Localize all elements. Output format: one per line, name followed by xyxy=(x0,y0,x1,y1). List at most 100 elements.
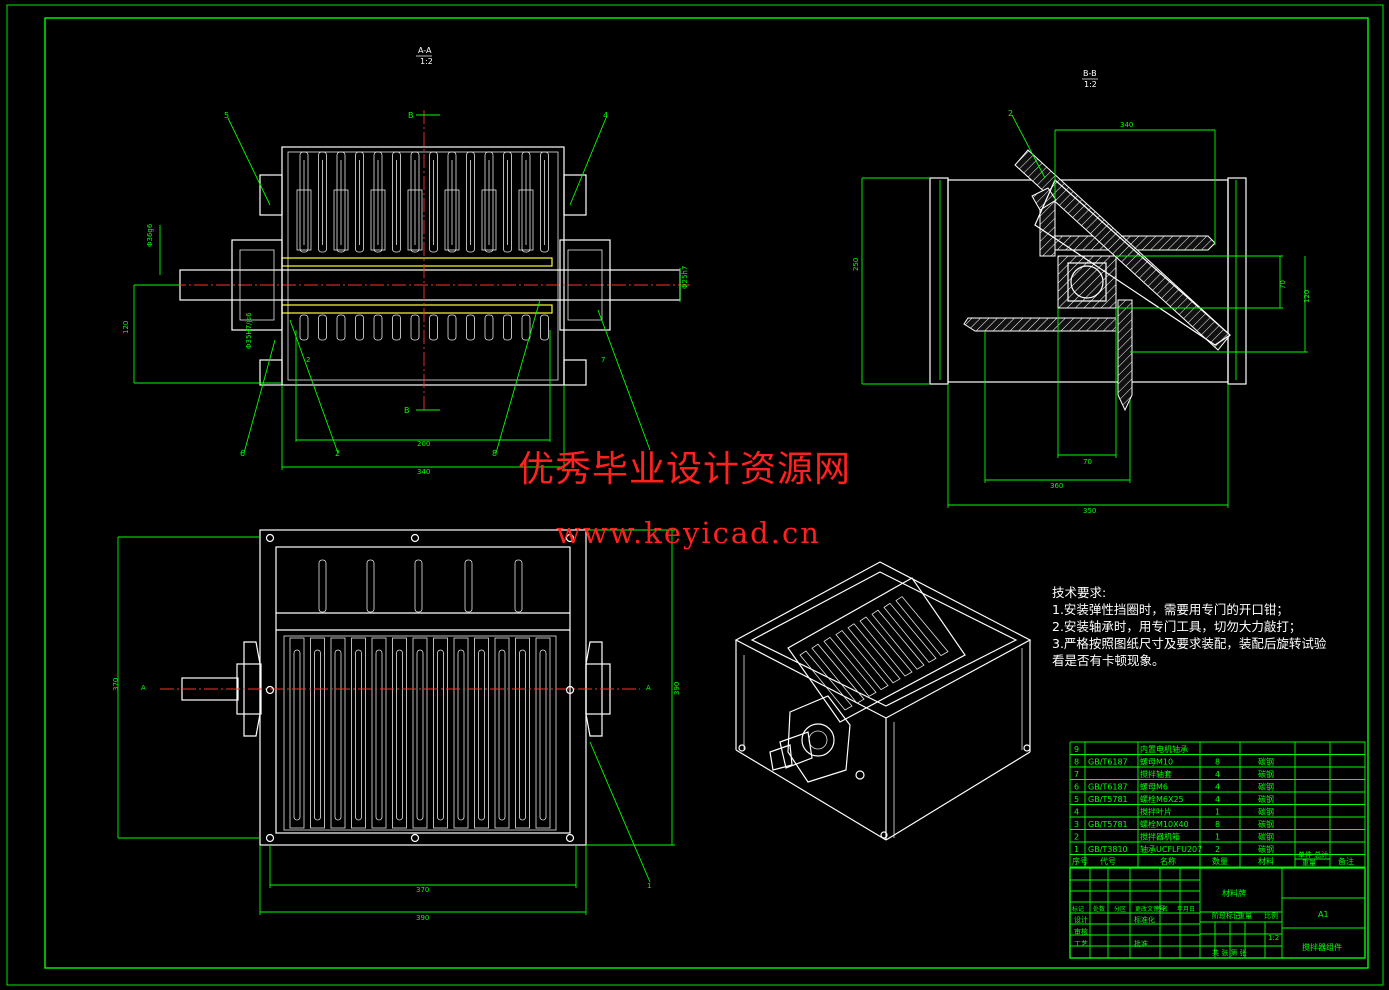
svg-text:Φ25h7: Φ25h7 xyxy=(681,266,689,289)
title-material: 材料牌 xyxy=(1222,888,1246,898)
bom-header: 材料 xyxy=(1258,856,1274,866)
svg-text:120: 120 xyxy=(1303,290,1311,303)
svg-text:B: B xyxy=(408,111,414,120)
svg-text:1:2: 1:2 xyxy=(1084,80,1097,89)
title-role: 设计 xyxy=(1074,915,1088,924)
section-label-aa: A-A xyxy=(418,46,432,55)
tech-note-line: 1.安装弹性挡圈时，需要用专门的开口钳； xyxy=(1052,602,1289,617)
svg-text:8: 8 xyxy=(492,449,497,458)
svg-text:7: 7 xyxy=(601,356,605,364)
title-row-label: 签名 xyxy=(1156,905,1168,913)
bom-no: 6 xyxy=(1074,783,1079,792)
bom-material: 碳钢 xyxy=(1258,819,1274,829)
title-row-label: 分区 xyxy=(1114,905,1126,913)
bom-no: 9 xyxy=(1074,745,1079,754)
bom-header: 数量 xyxy=(1212,856,1228,866)
view-isometric xyxy=(734,561,1032,841)
bom-header-weight2: 重量 xyxy=(1302,859,1316,867)
bom-no: 1 xyxy=(1074,845,1079,854)
bom-material: 碳钢 xyxy=(1258,757,1274,767)
bom-material: 碳钢 xyxy=(1258,769,1274,779)
title-row-label: 更改文件号 xyxy=(1135,905,1165,913)
tech-notes: 技术要求: 1.安装弹性挡圈时，需要用专门的开口钳； 2.安装轴承时，用专门工具… xyxy=(1052,584,1326,669)
view-front: 370 390 370 390 A A 1 xyxy=(112,529,681,922)
bom-qty: 8 xyxy=(1215,758,1220,767)
bom-name: 搅拌叶片 xyxy=(1140,807,1172,817)
section-label-bb: B-B xyxy=(1083,69,1097,78)
svg-text:370: 370 xyxy=(112,678,120,691)
svg-text:340: 340 xyxy=(417,468,430,476)
bom-header-weight: 单件 总计 xyxy=(1298,850,1328,859)
bom-no: 2 xyxy=(1074,833,1079,842)
bom-no: 5 xyxy=(1074,795,1079,804)
bom-no: 8 xyxy=(1074,758,1079,767)
title-sheet-info: 共 张 第 张 xyxy=(1212,948,1247,957)
view-section-a-a: A-A 1:2 200 340 xyxy=(122,46,690,476)
bom-no: 7 xyxy=(1074,770,1079,779)
title-row-label: 标记 xyxy=(1072,905,1084,913)
bom-material: 碳钢 xyxy=(1258,782,1274,792)
title-row-label: 年月日 xyxy=(1177,905,1195,913)
svg-text:2: 2 xyxy=(1008,109,1013,118)
tech-note-line: 3.严格按照图纸尺寸及要求装配，装配后旋转试验 xyxy=(1052,636,1327,651)
bom-code: GB/T6187 xyxy=(1088,783,1128,792)
bom-code: GB/T5781 xyxy=(1088,820,1128,829)
title-scale: 比例 xyxy=(1264,911,1278,920)
watermark-url[interactable]: www.keyicad.cn xyxy=(556,516,821,550)
svg-text:120: 120 xyxy=(122,321,130,334)
svg-text:340: 340 xyxy=(1120,121,1133,129)
bom-qty: 1 xyxy=(1215,833,1220,842)
tech-note-line: 2.安装轴承时，用专门工具，切勿大力敲打； xyxy=(1052,619,1302,634)
bom-header: 代号 xyxy=(1100,856,1116,866)
bom-code: GB/T3810 xyxy=(1088,845,1128,854)
svg-text:370: 370 xyxy=(416,886,429,894)
bom-material: 碳钢 xyxy=(1258,807,1274,817)
svg-text:Φ35H7/js6: Φ35H7/js6 xyxy=(245,312,253,349)
bom-material: 碳钢 xyxy=(1258,794,1274,804)
bom-header: 名称 xyxy=(1160,856,1176,866)
svg-text:2: 2 xyxy=(306,356,310,364)
bom-header: 序号 xyxy=(1072,856,1088,866)
tech-note-line: 看是否有卡顿现象。 xyxy=(1052,653,1165,668)
bom-qty: 4 xyxy=(1215,795,1220,804)
svg-text:250: 250 xyxy=(852,258,860,271)
title-sheet: A1 xyxy=(1318,910,1329,919)
bom-material: 碳钢 xyxy=(1258,832,1274,842)
title-role: 审核 xyxy=(1074,927,1088,936)
title-weight: 重量 xyxy=(1238,912,1252,920)
svg-text:70: 70 xyxy=(1083,458,1092,466)
bom-code: GB/T5781 xyxy=(1088,795,1128,804)
svg-text:70: 70 xyxy=(1279,280,1287,289)
svg-text:A: A xyxy=(141,684,146,692)
inner-border xyxy=(44,17,1369,969)
bom-qty: 2 xyxy=(1215,845,1220,854)
svg-text:2: 2 xyxy=(335,449,340,458)
svg-text:360: 360 xyxy=(1050,482,1063,490)
title-row-label: 处数 xyxy=(1093,905,1105,913)
bom-name: 搅拌轴套 xyxy=(1140,769,1172,779)
svg-text:4: 4 xyxy=(603,111,608,120)
svg-text:200: 200 xyxy=(417,440,430,448)
title-block: 材料牌A1搅拌器组件标记处数分区更改文件号签名年月日设计审核工艺标准化批准阶段标… xyxy=(1069,867,1366,959)
svg-text:390: 390 xyxy=(673,682,681,695)
svg-text:1:2: 1:2 xyxy=(420,57,433,66)
bom-name: 螺栓M10X40 xyxy=(1140,819,1189,829)
svg-text:A: A xyxy=(646,684,651,692)
title-role: 工艺 xyxy=(1074,940,1088,948)
svg-text:5: 5 xyxy=(224,111,229,120)
bom-name: 螺母M10 xyxy=(1140,757,1173,767)
view-section-b-b: B-B 1:2 340 250 70 120 xyxy=(852,69,1311,515)
tech-notes-heading: 技术要求: xyxy=(1052,585,1107,600)
svg-text:B: B xyxy=(404,406,410,415)
bom-name: 螺栓M6X25 xyxy=(1140,794,1184,804)
bom-code: GB/T6187 xyxy=(1088,758,1128,767)
title-scale-val: 1:2 xyxy=(1268,934,1279,942)
bom-qty: 4 xyxy=(1215,770,1220,779)
svg-text:6: 6 xyxy=(240,449,245,458)
svg-text:350: 350 xyxy=(1083,507,1096,515)
svg-text:1: 1 xyxy=(647,882,651,890)
title-stage: 阶段标记 xyxy=(1212,911,1240,920)
bom-no: 3 xyxy=(1074,820,1079,829)
